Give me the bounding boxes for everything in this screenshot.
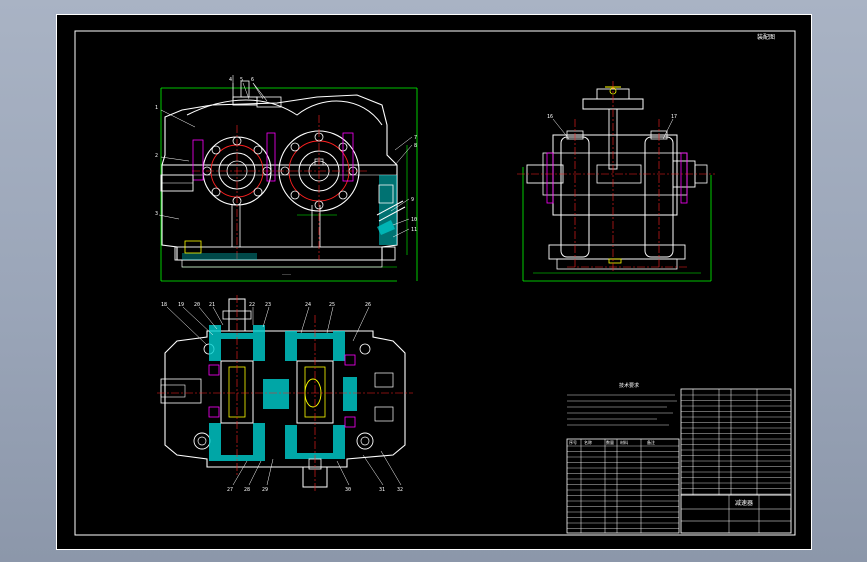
callout-8: 8 — [414, 143, 417, 149]
title-tag: 装配图 — [757, 33, 775, 41]
callout-27: 27 — [227, 487, 233, 493]
callout-23: 23 — [265, 302, 271, 308]
title-block-name: 减速器 — [735, 499, 753, 507]
side-view: 16 17 — [517, 81, 715, 282]
svg-text:___: ___ — [282, 269, 292, 275]
parts-header-no: 序号 — [569, 439, 577, 445]
drawing-sheet: 装配图 — [56, 14, 812, 550]
callout-4: 4 — [229, 77, 232, 83]
callout-5: 5 — [240, 77, 243, 83]
callout-9: 9 — [411, 197, 414, 203]
callout-3: 3 — [155, 211, 158, 217]
tech-req-heading: 技术要求 — [619, 382, 639, 389]
callout-11: 11 — [411, 227, 417, 233]
callout-32: 32 — [397, 487, 403, 493]
callout-17: 17 — [671, 114, 677, 120]
callout-26: 26 — [365, 302, 371, 308]
callout-16: 16 — [547, 114, 553, 120]
inner-frame — [74, 30, 796, 536]
front-view: ___ 1 2 3 4 5 6 — [155, 75, 418, 282]
callout-30: 30 — [345, 487, 351, 493]
callout-2: 2 — [155, 153, 158, 159]
callout-7: 7 — [414, 135, 417, 141]
callout-10: 10 — [411, 217, 417, 223]
callout-29: 29 — [262, 487, 268, 493]
callout-31: 31 — [379, 487, 385, 493]
parts-list: 序号 名称 数量 材料 备注 减速器 — [566, 388, 792, 534]
callout-21: 21 — [209, 302, 215, 308]
callout-6: 6 — [251, 77, 254, 83]
parts-header-qty: 数量 — [606, 439, 614, 445]
title-block — [680, 494, 792, 534]
technical-requirements: 技术要求 — [567, 382, 677, 426]
callout-28: 28 — [244, 487, 250, 493]
callout-24: 24 — [305, 302, 311, 308]
callout-22: 22 — [249, 302, 255, 308]
callout-18: 18 — [161, 302, 167, 308]
parts-header-remark: 备注 — [647, 439, 655, 445]
plan-view: 18 19 20 21 22 23 24 25 26 27 28 29 30 3… — [157, 295, 413, 493]
assembly-drawing: 装配图 — [74, 30, 796, 536]
callout-25: 25 — [329, 302, 335, 308]
callout-20: 20 — [194, 302, 200, 308]
parts-header-name: 名称 — [584, 439, 592, 445]
callout-19: 19 — [178, 302, 184, 308]
parts-header-material: 材料 — [620, 439, 628, 445]
callout-1: 1 — [155, 105, 158, 111]
